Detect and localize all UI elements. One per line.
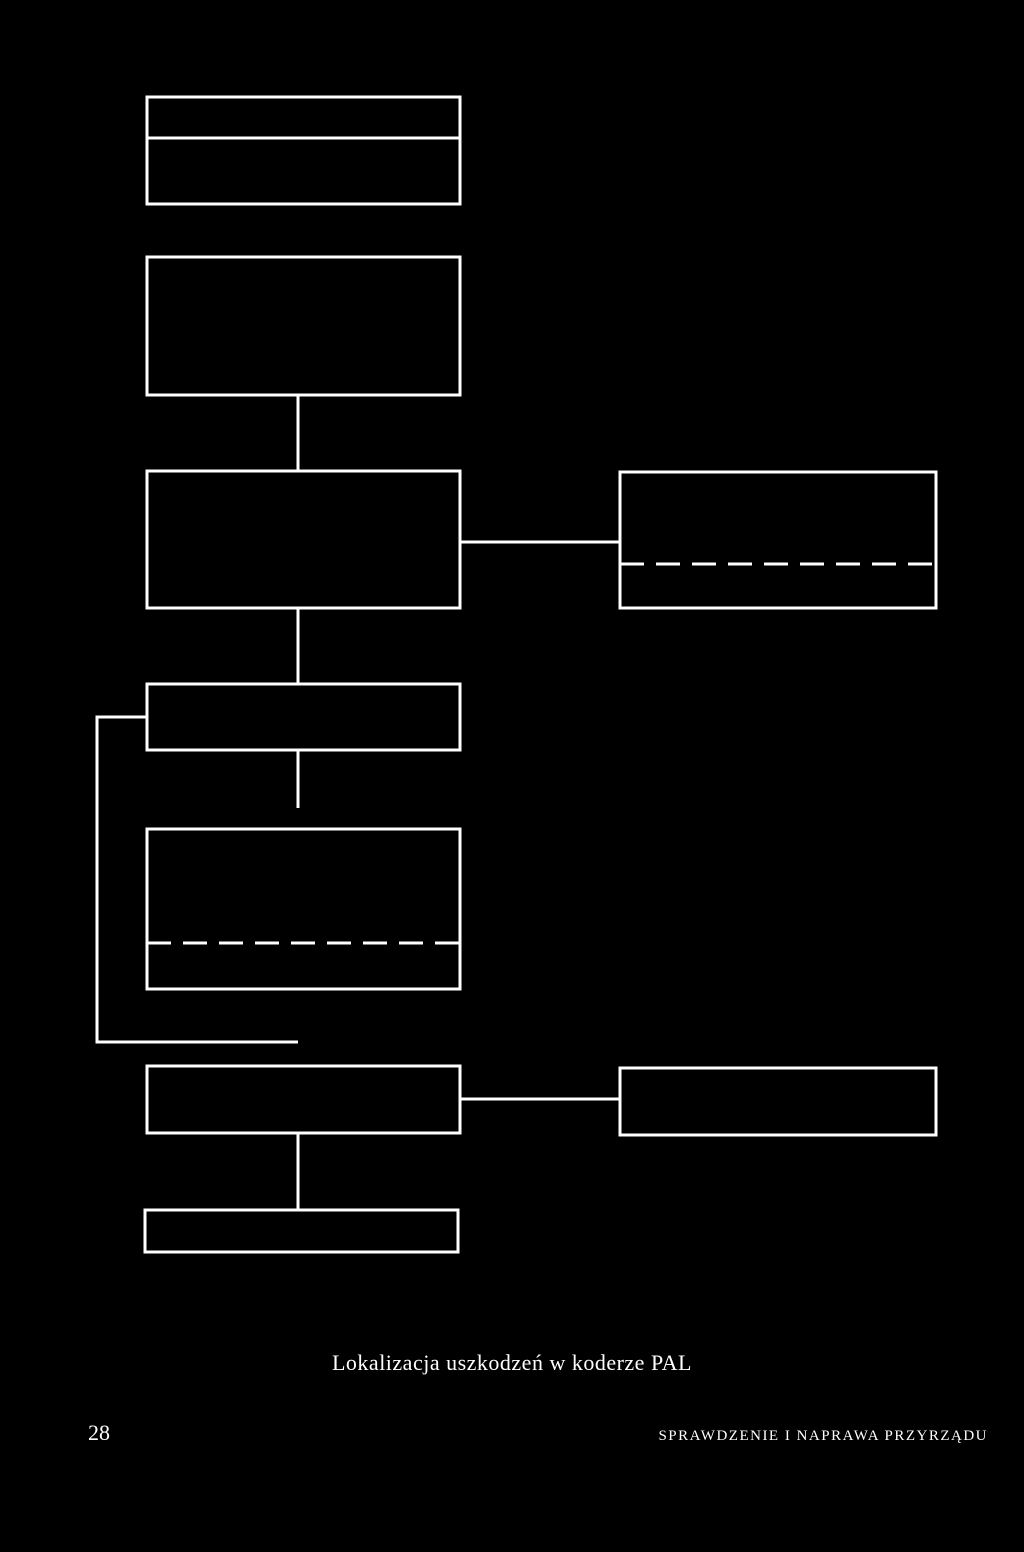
side-box-b [618, 1066, 938, 1137]
running-footer-title: SPRAWDZENIE I NAPRAWA PRZYRZĄDU [658, 1428, 988, 1444]
box-3 [145, 469, 462, 610]
box-4 [145, 682, 462, 752]
page-number: 28 [88, 1420, 110, 1445]
box-5 [145, 827, 462, 991]
box-2 [145, 255, 462, 397]
feedback-loop [95, 715, 298, 1044]
side-box-a [618, 470, 938, 610]
box-7 [143, 1208, 460, 1254]
box-6 [145, 1064, 462, 1135]
figure-caption: Lokalizacja uszkodzeń w koderze PAL [331, 1350, 692, 1375]
box-1 [145, 95, 462, 206]
